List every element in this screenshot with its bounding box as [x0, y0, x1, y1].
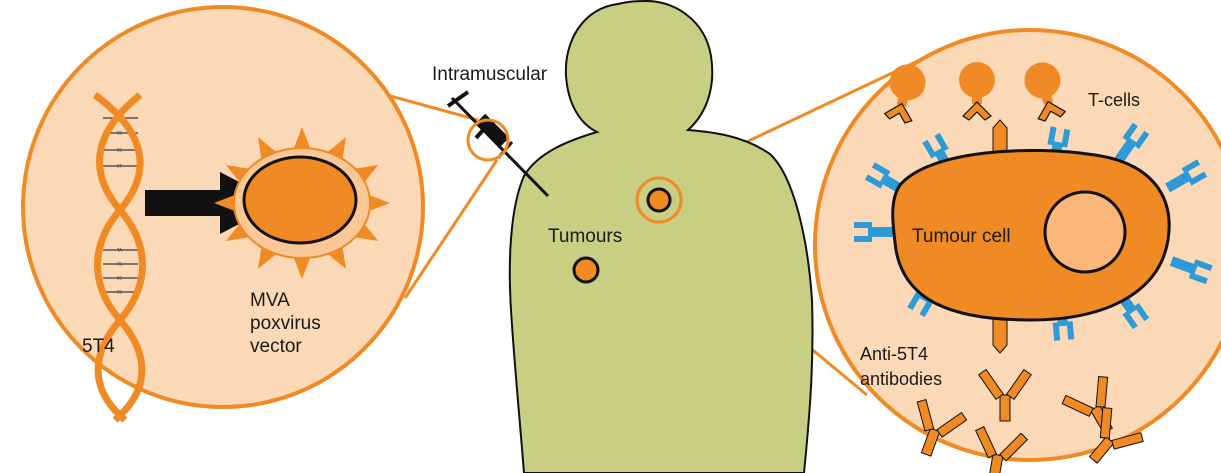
tumours-label: Tumours	[548, 226, 622, 247]
vector-label-line1: MVA	[250, 290, 290, 311]
dna-base-label: CG	[117, 131, 122, 136]
antibodies-label-line1: Anti-5T4	[860, 344, 928, 364]
dna-base-label: CG	[117, 290, 122, 295]
antibodies-label-line2: antibodies	[860, 369, 942, 389]
tumour-abdomen	[574, 258, 598, 282]
tumour-chest	[648, 189, 670, 211]
syringe-icon	[448, 92, 548, 196]
vector-label-line2: poxvirus	[250, 313, 321, 334]
dna-base-label: CG	[117, 148, 122, 153]
dna-base-label: GC	[117, 276, 122, 281]
gene-label: 5T4	[82, 336, 115, 357]
tcells-label: T-cells	[1088, 90, 1140, 110]
intramuscular-label: Intramuscular	[432, 64, 548, 85]
tumour-cell-label: Tumour cell	[912, 226, 1011, 247]
dna-base-label: TA	[117, 248, 122, 253]
dna-base-label: CG	[117, 262, 122, 267]
tumour-zoom-panel: T-cells Tumour cell Anti-5T4 antibodies	[815, 30, 1221, 473]
vector-label-line3: vector	[250, 336, 302, 357]
tumour-nucleus	[1045, 192, 1125, 272]
dna-base-label: AT	[117, 164, 122, 169]
